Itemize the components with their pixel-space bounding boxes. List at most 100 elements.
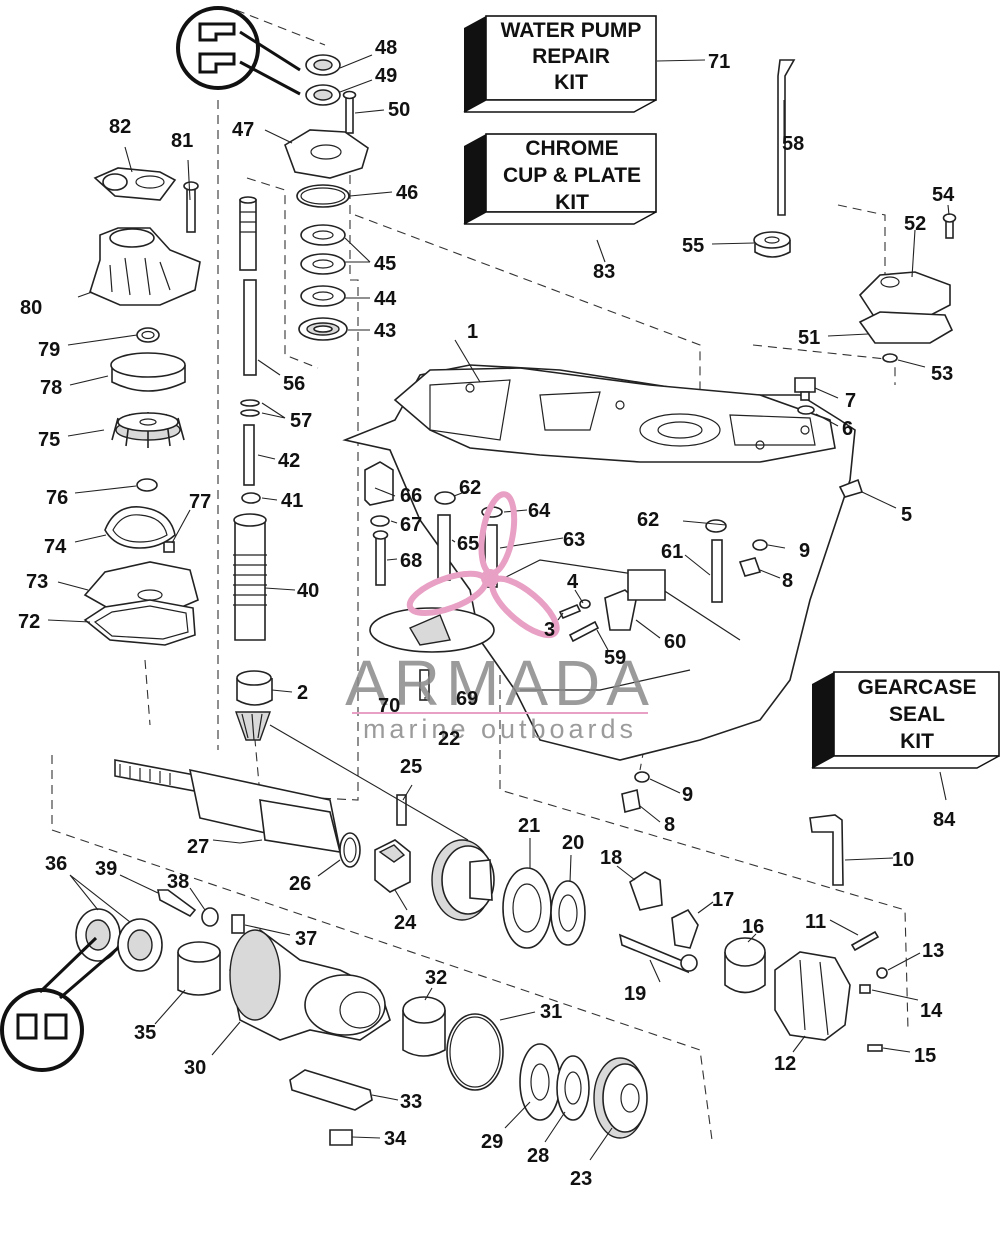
callout-77: 77 (189, 491, 211, 513)
water-pump-kit-line3: KIT (554, 71, 588, 94)
callout-40: 40 (297, 580, 319, 602)
callout-23: 23 (570, 1168, 592, 1190)
callout-20: 20 (562, 832, 584, 854)
callout-30: 30 (184, 1057, 206, 1079)
watermark-brand: ARMADA (345, 647, 655, 719)
callout-78: 78 (40, 377, 62, 399)
callout-35: 35 (134, 1022, 156, 1044)
callout-29: 29 (481, 1131, 503, 1153)
gearcase-seal-kit-line1: GEARCASE (857, 676, 976, 699)
callout-49: 49 (375, 65, 397, 87)
callout-73: 73 (26, 571, 48, 593)
callout-79: 79 (38, 339, 60, 361)
callout-21: 21 (518, 815, 540, 837)
callout-41: 41 (281, 490, 303, 512)
callout-72: 72 (18, 611, 40, 633)
gearcase-seal-kit-box: GEARCASE SEAL KIT (811, 671, 1000, 769)
callout-81: 81 (171, 130, 193, 152)
water-pump-kit-box: WATER PUMP REPAIR KIT (463, 15, 657, 113)
callout-59: 59 (604, 647, 626, 669)
chrome-cup-kit-line3: KIT (555, 191, 589, 214)
callout-67: 67 (400, 514, 422, 536)
callout-83: 83 (593, 261, 615, 283)
callout-numbers: 1 2 3 4 5 6 7 8 8 9 9 10 11 12 13 14 15 … (18, 37, 956, 1190)
callout-31: 31 (540, 1001, 562, 1023)
leader-lines (47, 54, 950, 1161)
callout-33: 33 (400, 1091, 422, 1113)
chrome-cup-kit-box: CHROME CUP & PLATE KIT (463, 133, 657, 225)
callout-53: 53 (931, 363, 953, 385)
water-pump-parts (83, 167, 201, 646)
callout-47: 47 (232, 119, 254, 141)
driveshaft-parts (233, 54, 369, 741)
callout-25: 25 (400, 756, 422, 778)
callout-75: 75 (38, 429, 60, 451)
callout-4: 4 (567, 571, 579, 593)
callout-8-lower: 8 (664, 814, 675, 836)
callout-42: 42 (278, 450, 300, 472)
water-pump-kit-line1: WATER PUMP (501, 19, 642, 42)
callout-54: 54 (932, 184, 955, 206)
callout-82: 82 (109, 116, 131, 138)
callout-52: 52 (904, 213, 926, 235)
callout-43: 43 (374, 320, 396, 342)
callout-63: 63 (563, 529, 585, 551)
callout-68: 68 (400, 550, 422, 572)
bearing-carrier-group (75, 889, 648, 1146)
callout-10: 10 (892, 849, 914, 871)
callout-60: 60 (664, 631, 686, 653)
callout-12: 12 (774, 1053, 796, 1075)
callout-46: 46 (396, 182, 418, 204)
watermark-tagline: marine outboards (363, 714, 637, 744)
shift-rod-parts (753, 59, 957, 498)
callout-62-right: 62 (637, 509, 659, 531)
callout-58: 58 (782, 133, 804, 155)
sealant-symbol-bottom (0, 936, 119, 1072)
callout-32: 32 (425, 967, 447, 989)
water-pump-kit-line2: REPAIR (532, 45, 610, 68)
callout-19: 19 (624, 983, 646, 1005)
callout-26: 26 (289, 873, 311, 895)
chrome-cup-kit-line1: CHROME (525, 137, 618, 160)
callout-8-upper: 8 (782, 570, 793, 592)
callout-51: 51 (798, 327, 820, 349)
callout-22: 22 (438, 728, 460, 750)
callout-14: 14 (920, 1000, 943, 1022)
chrome-cup-kit-line2: CUP & PLATE (503, 164, 641, 187)
callout-18: 18 (600, 847, 622, 869)
middle-hardware (364, 461, 768, 813)
callout-1: 1 (467, 321, 478, 343)
callout-80: 80 (20, 297, 42, 319)
callout-34: 34 (384, 1128, 407, 1150)
callout-84: 84 (933, 809, 956, 831)
gearcase-seal-kit-line2: SEAL (889, 703, 945, 726)
callout-76: 76 (46, 487, 68, 509)
callout-55: 55 (682, 235, 704, 257)
callout-71: 71 (708, 51, 730, 73)
callout-17: 17 (712, 889, 734, 911)
gearcase-seal-kit-line3: KIT (900, 730, 934, 753)
sealant-symbol-top (176, 6, 301, 96)
callout-11: 11 (805, 911, 826, 933)
callout-28: 28 (527, 1145, 549, 1167)
callout-9-lower: 9 (682, 784, 693, 806)
callout-64: 64 (528, 500, 551, 522)
callout-36: 36 (45, 853, 67, 875)
propshaft-and-gears (114, 759, 888, 1052)
callout-44: 44 (374, 288, 397, 310)
callout-38: 38 (167, 871, 189, 893)
callout-70: 70 (378, 695, 400, 717)
callout-9-upper: 9 (799, 540, 810, 562)
callout-27: 27 (187, 836, 209, 858)
callout-24: 24 (394, 912, 417, 934)
callout-65: 65 (457, 533, 479, 555)
callout-6: 6 (842, 418, 853, 440)
callout-37: 37 (295, 928, 317, 950)
callout-16: 16 (742, 916, 764, 938)
callout-13: 13 (922, 940, 944, 962)
callout-74: 74 (44, 536, 67, 558)
callout-69: 69 (456, 688, 478, 710)
callout-5: 5 (901, 504, 912, 526)
callout-61: 61 (661, 541, 683, 563)
